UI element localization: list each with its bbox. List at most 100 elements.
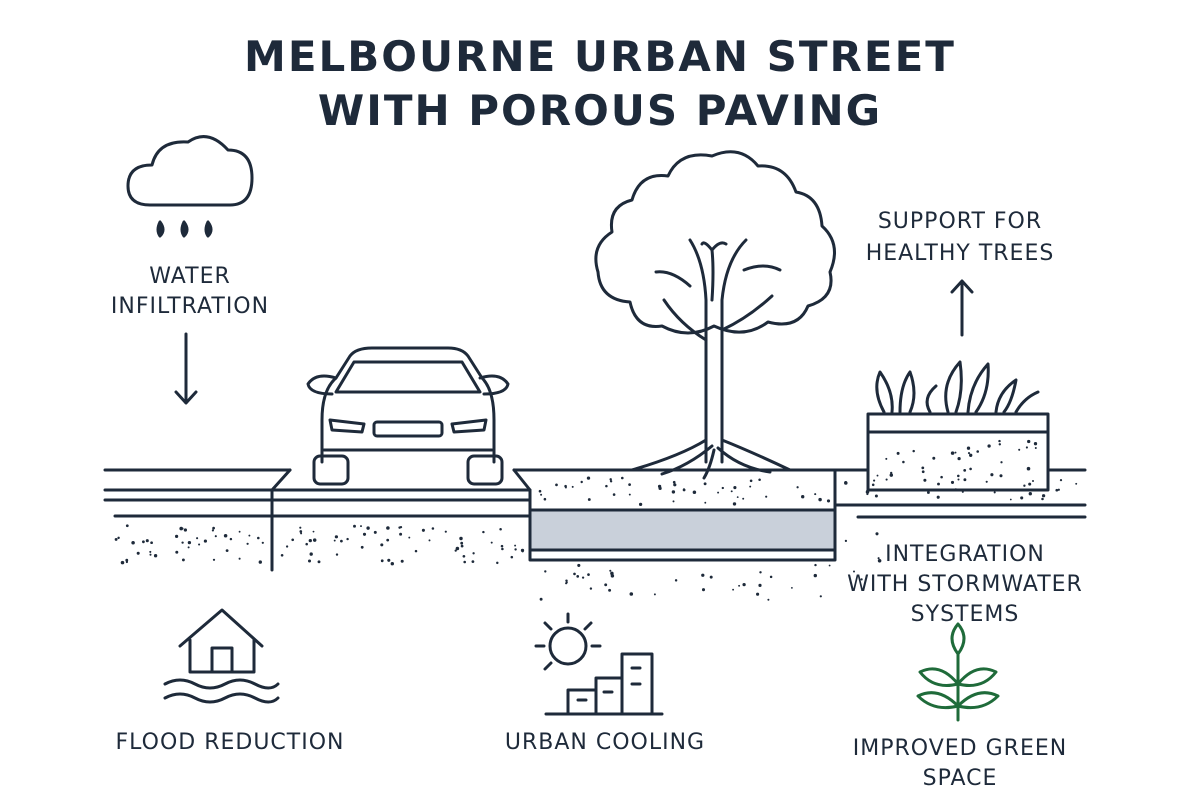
soil-speckle — [312, 538, 317, 542]
soil-speckle — [564, 486, 567, 489]
soil-speckle — [581, 576, 585, 579]
soil-speckle — [999, 474, 1003, 478]
soil-speckle — [414, 549, 418, 553]
soil-speckle — [767, 598, 770, 601]
soil-speckle — [950, 451, 955, 455]
soil-speckle — [993, 491, 996, 494]
soil-speckle — [587, 573, 590, 576]
soil-speckle — [225, 549, 229, 552]
soil-speckle — [605, 484, 608, 488]
soil-speckle — [214, 535, 217, 538]
soil-speckle — [963, 478, 967, 482]
soil-speckle — [444, 530, 447, 533]
soil-speckle — [796, 486, 799, 489]
soil-speckle — [149, 553, 152, 556]
soil-speckle — [175, 534, 179, 539]
soil-speckle — [258, 560, 262, 564]
soil-speckle — [587, 498, 591, 501]
soil-speckle — [653, 593, 656, 596]
soil-speckle — [957, 456, 961, 461]
soil-speckle — [742, 497, 745, 500]
soil-speckle — [285, 545, 289, 548]
soil-speckle — [609, 480, 613, 483]
soil-speckle — [573, 572, 576, 576]
soil-speckle — [346, 537, 349, 541]
soil-speckle — [114, 537, 118, 541]
soil-speckle — [300, 532, 303, 535]
soil-speckle — [844, 481, 848, 485]
soil-speckle — [871, 483, 875, 487]
soil-speckle — [586, 476, 591, 480]
soil-speckle — [738, 584, 741, 587]
soil-speckle — [544, 570, 547, 573]
soil-speckle — [117, 536, 120, 540]
soil-speckle — [1026, 466, 1031, 471]
soil-speckle — [852, 570, 856, 573]
soil-speckle — [985, 480, 988, 483]
soil-speckle — [340, 539, 343, 543]
soil-speckle — [923, 478, 927, 482]
soil-speckle — [1041, 494, 1046, 498]
soil-speckle — [353, 524, 356, 528]
soil-speckle — [873, 479, 876, 482]
soil-speckle — [1033, 442, 1038, 446]
soil-speckle — [703, 482, 707, 486]
soil-speckle — [1000, 461, 1003, 464]
soil-speckle — [543, 497, 547, 501]
soil-speckle — [742, 582, 746, 587]
soil-speckle — [460, 541, 464, 545]
soil-speckle — [877, 557, 880, 560]
soil-speckle — [902, 460, 905, 464]
soil-speckle — [459, 536, 463, 541]
soil-speckle — [125, 560, 129, 564]
soil-speckle — [565, 581, 568, 584]
soil-speckle — [609, 478, 612, 481]
soil-speckle — [335, 553, 339, 556]
soil-speckle — [499, 527, 502, 531]
soil-speckle — [998, 443, 1001, 446]
soil-speckle — [921, 466, 925, 470]
soil-speckle — [362, 532, 367, 536]
soil-speckle — [885, 478, 888, 481]
soil-speckle — [704, 501, 707, 504]
soil-speckle — [238, 557, 241, 560]
soil-speckle — [860, 578, 863, 581]
soil-speckle — [248, 534, 251, 537]
soil-speckle — [1034, 446, 1037, 450]
soil-speckle — [510, 555, 514, 559]
soil-speckle — [608, 588, 612, 592]
soil-speckle — [1041, 497, 1044, 501]
soil-speckle — [976, 450, 979, 453]
soil-speckle — [565, 579, 568, 582]
soil-speckle — [400, 559, 404, 563]
soil-speckle — [229, 537, 233, 541]
soil-speckle — [308, 559, 311, 563]
label-green-space: IMPROVED GREEN SPACE — [852, 736, 1068, 791]
label-healthy-trees: SUPPORT FOR HEALTHY TREES — [865, 209, 1055, 266]
soil-speckle — [312, 530, 315, 533]
soil-speckle — [885, 457, 888, 460]
soil-speckle — [179, 526, 183, 531]
soil-speckle — [1025, 446, 1028, 449]
soil-speckle — [932, 456, 936, 460]
soil-texture — [114, 439, 1078, 601]
soil-speckle — [674, 579, 678, 582]
label-urban-cooling: URBAN COOLING — [504, 730, 706, 755]
soil-speckle — [136, 551, 140, 555]
soil-speckle — [987, 444, 991, 448]
soil-speckle — [462, 554, 466, 558]
soil-speckle — [291, 538, 295, 542]
soil-speckle — [818, 497, 822, 502]
soil-speckle — [149, 550, 152, 553]
soil-speckle — [501, 547, 504, 551]
soil-speckle — [280, 553, 284, 557]
soil-speckle — [386, 538, 390, 542]
soil-speckle — [399, 532, 403, 536]
soil-speckle — [153, 554, 158, 558]
soil-speckle — [187, 546, 190, 549]
soil-speckle — [673, 483, 677, 487]
soil-speckle — [610, 574, 615, 578]
soil-speckle — [500, 544, 504, 548]
soil-speckle — [142, 540, 145, 544]
